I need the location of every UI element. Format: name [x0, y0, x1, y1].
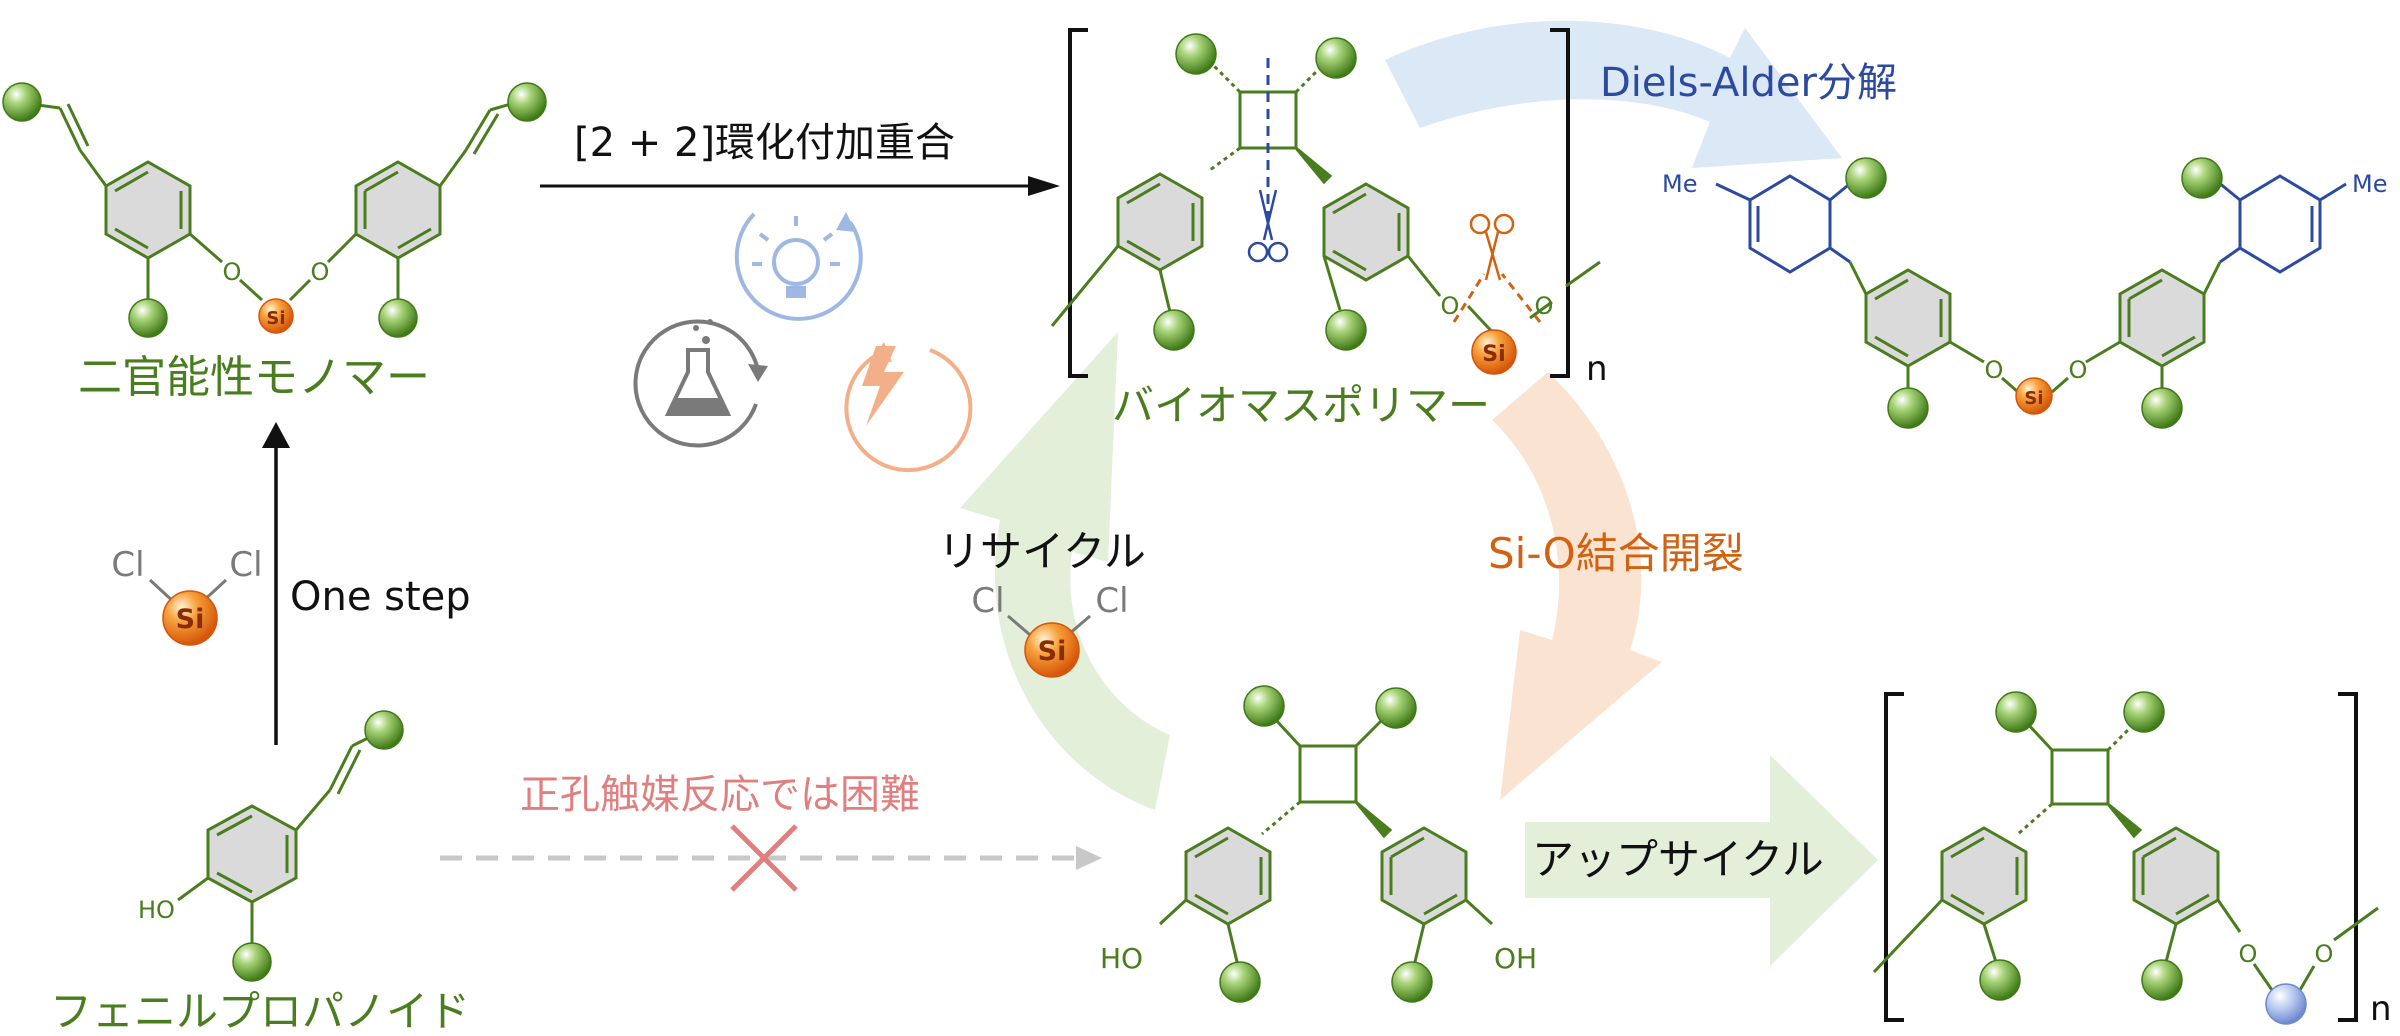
substituent-sphere [1979, 959, 2021, 1001]
silicon-sphere [1471, 329, 1517, 375]
bifunctional-monomer-structure [29, 100, 519, 302]
dichlorosilane-reagent: Cl Cl Si [971, 581, 1129, 678]
one-step-label: One step [290, 574, 471, 620]
substituent-sphere [2, 82, 42, 122]
chlorine-atom: Cl [229, 545, 262, 585]
upcycled-polymer-structure [1872, 720, 2379, 991]
polymer-brackets [1884, 692, 2358, 1022]
polymer-brackets [1068, 28, 1570, 378]
substituent-sphere [1887, 387, 1929, 429]
oxygen-atom: O [2069, 356, 2088, 384]
oxygen-atom: O [223, 258, 242, 286]
lightbulb-icon [734, 212, 863, 321]
chlorine-atom: Cl [111, 545, 144, 585]
substituent-sphere [1175, 33, 1217, 75]
substituent-sphere [378, 298, 418, 338]
substituent-sphere [1243, 685, 1285, 727]
upcycle-label: アップサイクル [1532, 835, 1824, 884]
oxygen-atom: O [311, 258, 330, 286]
repeat-subscript: n [1586, 349, 1608, 389]
substituent-sphere [2181, 157, 2223, 199]
methyl-group: Me [1662, 170, 1697, 198]
cycloaddition-label: [2 + 2]環化付加重合 [574, 120, 955, 166]
recycle-label: リサイクル [938, 527, 1146, 576]
substituent-sphere [232, 942, 272, 982]
substituent-sphere [128, 298, 168, 338]
diels-alder-label: Diels-Alder分解 [1600, 60, 1897, 106]
silicon-sphere [258, 298, 294, 334]
chlorine-atom: Cl [1095, 581, 1128, 621]
scissors-icon [1247, 189, 1289, 263]
substituent-sphere [1219, 961, 1261, 1003]
silicon-sphere [2015, 377, 2053, 415]
lightning-icon [844, 342, 973, 473]
methyl-group: Me [2352, 170, 2387, 198]
substituent-sphere [2141, 959, 2183, 1001]
substituent-sphere [1845, 157, 1887, 199]
oxygen-atom: O [2239, 940, 2258, 968]
silicon-atom: Si [266, 308, 285, 329]
substituent-sphere [2141, 387, 2183, 429]
upcycle-arrow [1525, 755, 1878, 966]
silicon-atom: Si [1038, 636, 1067, 667]
biomass-polymer-structure [1050, 60, 1601, 338]
silicon-sphere [1024, 622, 1080, 678]
silicon-atom: Si [1482, 342, 1505, 367]
hole-catalysis-label: 正孔触媒反応では困難 [520, 772, 920, 818]
silicon-atom: Si [176, 604, 205, 635]
diels-alder-product-structure [1715, 174, 2347, 394]
substituent-sphere [1315, 37, 1357, 79]
substituent-sphere [1153, 309, 1195, 351]
substituent-sphere [507, 82, 547, 122]
substituent-sphere [1391, 961, 1433, 1003]
substituent-sphere [1325, 309, 1367, 351]
oxygen-atom: O [1535, 292, 1554, 320]
recycle-cycle-arrow [960, 332, 1170, 810]
chlorine-atom: Cl [971, 581, 1004, 621]
biomass-polymer-label: バイオマスポリマー [1112, 381, 1490, 430]
si-o-cleavage-cycle-arrow [1492, 372, 1662, 800]
oxygen-atom: O [2315, 940, 2334, 968]
silicon-sphere [162, 590, 218, 646]
monomer-label: 二官能性モノマー [78, 352, 430, 403]
substituent-sphere [2123, 691, 2165, 733]
hydroxyl-group: OH [1494, 942, 1537, 975]
substituent-sphere [1375, 687, 1417, 729]
phenylpropanoid-label: フェニルプロパノイド [50, 987, 470, 1036]
hydroxyl-group: HO [138, 896, 175, 924]
dichlorosilane-reagent: Cl Cl Si [111, 545, 263, 646]
si-o-cleavage-label: Si-O結合開裂 [1488, 529, 1744, 578]
repeat-subscript: n [2370, 989, 2392, 1029]
oxygen-atom: O [1441, 292, 1460, 320]
scissors-icon [1469, 213, 1515, 281]
silicon-atom: Si [2024, 388, 2043, 409]
oxygen-atom: O [1985, 356, 2004, 384]
phenylpropanoid-structure [177, 734, 373, 944]
substituent-sphere [1995, 691, 2037, 733]
substituent-sphere [364, 710, 404, 750]
cut-lines-orange [1452, 273, 1542, 323]
cyclobutane-diphenol-structure [1158, 716, 1494, 967]
linker-sphere [2265, 983, 2307, 1025]
cross-mark-icon [730, 824, 798, 892]
flask-icon [633, 319, 768, 448]
hydroxyl-group: HO [1100, 942, 1143, 975]
diels-alder-cycle-arrow [1385, 20, 1842, 168]
